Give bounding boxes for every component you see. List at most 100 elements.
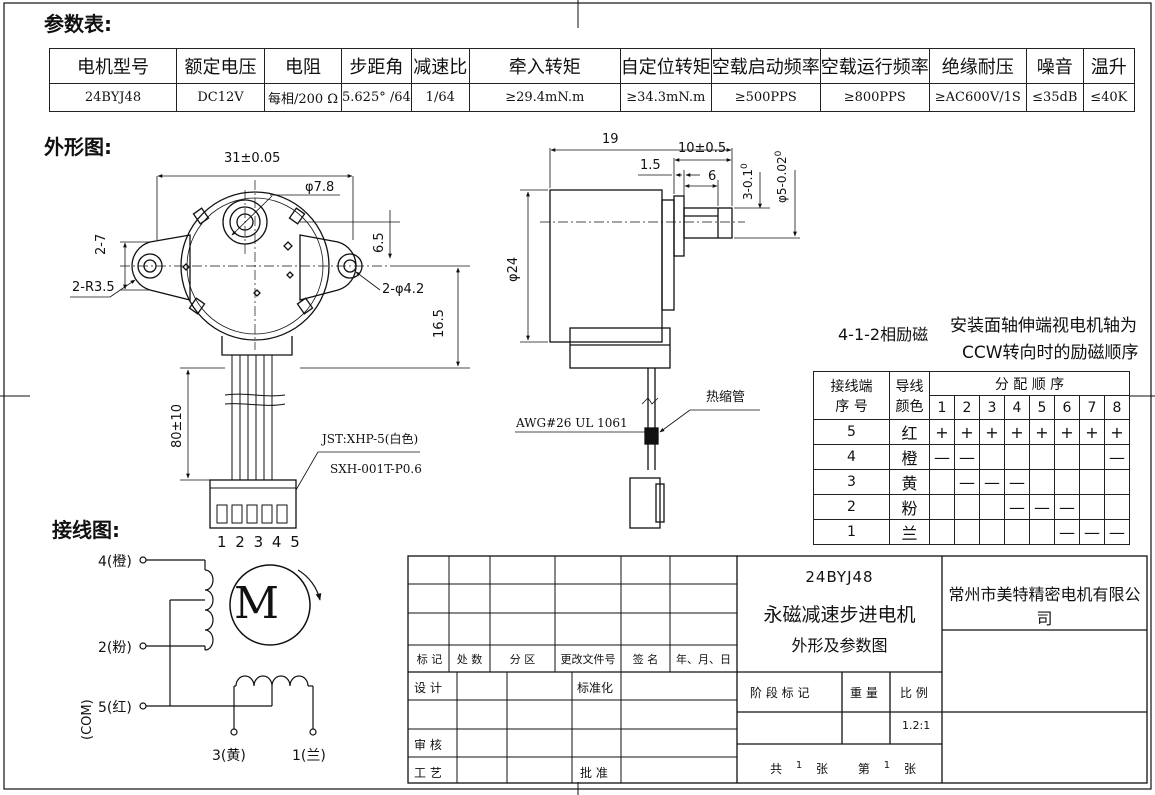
revision-label: 标 记	[416, 653, 443, 666]
sheet-count: 共 1 张 第 1 张	[770, 760, 916, 776]
wire-color: 黄	[889, 469, 930, 495]
dim-shaft-len: 10±0.5	[678, 141, 727, 156]
excitation-cell: +	[1079, 419, 1105, 445]
excitation-cell: —	[1004, 494, 1030, 520]
dim-length: 19	[602, 132, 619, 147]
excitation-cell: —	[1104, 444, 1130, 470]
params-heading: 参数表:	[44, 12, 112, 36]
dim-holes: 2-φ4.2	[382, 282, 425, 297]
excitation-cell	[1104, 494, 1130, 520]
wire-5-label: 5(红)	[98, 700, 132, 716]
excitation-cell	[979, 519, 1005, 545]
spec-value-cell: 5.625° /64	[341, 83, 412, 112]
step-number: 2	[954, 395, 980, 420]
spec-value-cell: ≥800PPS	[819, 83, 930, 112]
excitation-cell	[1054, 444, 1080, 470]
spec-header-cell: 绝缘耐压	[928, 48, 1027, 84]
excitation-cell: —	[929, 444, 955, 470]
wiring-diagram	[139, 556, 322, 736]
terminal-number: 2	[813, 494, 890, 520]
wire-1-label: 1(兰)	[292, 748, 326, 764]
dim-radius: 2-R3.5	[72, 280, 115, 295]
terminal-number: 4	[813, 444, 890, 470]
spec-header-cell: 步距角	[341, 48, 412, 84]
spec-header-cell: 空载启动频率	[710, 48, 821, 84]
sleeve-label: 热缩管	[706, 390, 746, 405]
excitation-note-1: 安装面轴伸端视电机轴为	[950, 316, 1137, 336]
step-number: 3	[979, 395, 1005, 420]
outline-heading: 外形图:	[44, 135, 112, 159]
revision-label: 处 数	[456, 653, 483, 666]
revision-grid	[408, 556, 737, 783]
revision-label: 年、月、日	[676, 653, 731, 666]
spec-table: 电机型号额定电压电阻步距角减速比牵入转矩自定位转矩空载启动频率空载运行频率绝缘耐…	[49, 48, 1135, 112]
wire-2-label: 2(粉)	[98, 640, 132, 656]
com-label: (COM)	[80, 699, 95, 740]
spec-header-cell: 温升	[1082, 48, 1135, 84]
excitation-cell	[929, 494, 955, 520]
wiring-heading: 接线图:	[52, 518, 120, 542]
excitation-cell	[979, 494, 1005, 520]
excitation-cell: —	[1004, 469, 1030, 495]
excitation-cell	[929, 519, 955, 545]
spec-header-cell: 噪音	[1025, 48, 1084, 84]
model-number: 24BYJ48	[805, 568, 874, 586]
spec-header-cell: 电机型号	[49, 48, 177, 84]
dim-step: 1.5	[640, 158, 661, 173]
dim-shaft-dia: φ7.8	[305, 180, 335, 195]
step-number: 4	[1004, 395, 1030, 420]
terminal-number: 5	[813, 419, 890, 445]
wire-color: 粉	[889, 494, 930, 520]
title-block	[407, 555, 1148, 784]
spec-value-cell: ≤40K	[1082, 83, 1135, 112]
dim-height: 16.5	[432, 309, 447, 338]
wire-color: 橙	[889, 444, 930, 470]
col-color: 导线颜色	[889, 371, 930, 420]
excitation-mode: 4-1-2相励磁	[838, 325, 929, 344]
terminal-number: 1	[813, 519, 890, 545]
dim-tab: 2-7	[94, 233, 109, 255]
excitation-cell: —	[1104, 519, 1130, 545]
approve-label: 批 准	[580, 766, 608, 780]
wire-color: 红	[889, 419, 930, 445]
spec-header-row: 电机型号额定电压电阻步距角减速比牵入转矩自定位转矩空载启动频率空载运行频率绝缘耐…	[49, 48, 1135, 84]
step-number: 5	[1029, 395, 1055, 420]
excitation-cell	[979, 444, 1005, 470]
excitation-note-2: CCW转向时的励磁顺序	[962, 343, 1139, 363]
spec-value-cell: 24BYJ48	[49, 83, 177, 112]
spec-value-cell: ≥34.3mN.m	[619, 83, 712, 112]
revision-label: 更改文件号	[560, 653, 616, 666]
scale-value: 1.2:1	[902, 719, 931, 732]
excitation-cell: +	[1054, 419, 1080, 445]
revision-label: 签 名	[632, 653, 659, 666]
excitation-cell	[1079, 494, 1105, 520]
excitation-cell: —	[1054, 519, 1080, 545]
dim-flat-tol: 3-0.10	[740, 163, 755, 200]
motor-symbol: M	[234, 578, 280, 629]
terminal-number: 3	[813, 469, 890, 495]
excitation-cell: —	[1054, 494, 1080, 520]
excitation-cell: —	[979, 469, 1005, 495]
front-view	[131, 191, 363, 356]
spec-value-cell: ≥AC600V/1S	[928, 83, 1027, 112]
excitation-cell	[1029, 469, 1055, 495]
connector-type: JST:XHP-5(白色)	[322, 432, 419, 446]
col-terminal: 接线端序 号	[813, 371, 890, 420]
company-name: 常州市美特精密电机有限公司	[948, 585, 1141, 628]
excitation-cell	[1029, 519, 1055, 545]
pin-numbers: 1 2 3 4 5	[217, 533, 302, 551]
spec-header-cell: 牵入转矩	[468, 48, 621, 84]
dim-width: 31±0.05	[224, 151, 281, 166]
excitation-cell	[954, 494, 980, 520]
dim-shaft: φ5-0.020	[774, 150, 789, 203]
wire-spec: AWG#26 UL 1061	[516, 416, 628, 430]
revision-label: 分 区	[509, 653, 536, 666]
wire-3-label: 3(黄)	[212, 748, 246, 764]
